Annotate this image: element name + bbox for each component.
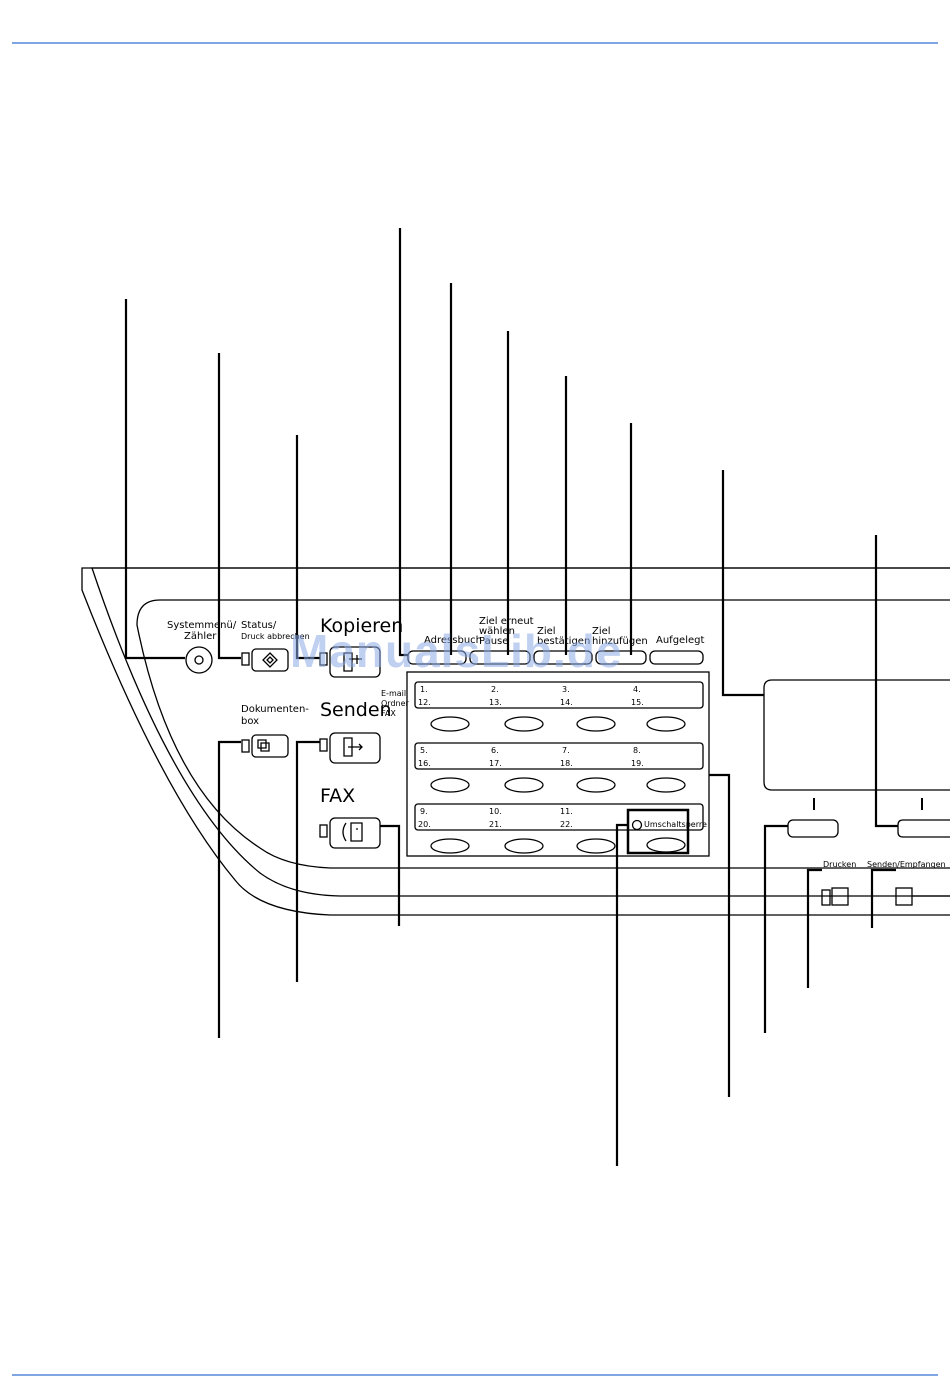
document-box-led	[241, 739, 250, 753]
label-waehlen: wählen	[479, 626, 515, 637]
label-email: E-mail	[381, 689, 407, 698]
one-touch-number: 18.	[560, 759, 573, 768]
one-touch-number: 11.	[560, 807, 573, 816]
fax-icon	[342, 822, 363, 842]
one-touch-key[interactable]	[576, 716, 616, 732]
address-book-button[interactable]	[407, 650, 467, 665]
label-dokumenten: Dokumenten-	[241, 704, 309, 715]
message-display	[763, 679, 950, 791]
label-aufgelegt: Aufgelegt	[656, 635, 705, 646]
one-touch-key[interactable]	[430, 716, 470, 732]
label-senden-empfangen: Senden/Empfangen	[867, 860, 946, 869]
one-touch-panel	[406, 671, 710, 857]
send-led	[319, 738, 328, 752]
one-touch-key[interactable]	[430, 838, 470, 854]
system-menu-button[interactable]	[185, 646, 213, 674]
document-box-button[interactable]	[251, 734, 289, 758]
one-touch-number: 20.	[418, 820, 431, 829]
label-zaehler: Zähler	[184, 631, 217, 642]
document-box-icon	[257, 739, 270, 752]
label-drucken: Drucken	[823, 860, 857, 869]
label-adressbuch: Adressbuch	[424, 635, 482, 646]
one-touch-number: 19.	[631, 759, 644, 768]
copy-button[interactable]	[329, 646, 381, 678]
label-kopieren: Kopieren	[320, 615, 404, 637]
label-ziel-bestaetigen-1: Ziel	[537, 626, 556, 637]
one-touch-number: 13.	[489, 698, 502, 707]
watermark: ManualsLib.de	[290, 625, 623, 677]
one-touch-number: 2.	[491, 685, 499, 694]
print-indicator	[821, 889, 831, 906]
label-ziel-hinzufuegen-1: Ziel	[592, 626, 611, 637]
label-ziel-hinzufuegen-2: hinzufügen	[592, 636, 648, 647]
one-touch-label-strip-1	[414, 681, 704, 709]
add-destination-button[interactable]	[595, 650, 647, 665]
fax-led	[319, 824, 328, 838]
one-touch-number: 5.	[420, 746, 428, 755]
status-led	[241, 652, 250, 666]
one-touch-number: 21.	[489, 820, 502, 829]
one-touch-number: 10.	[489, 807, 502, 816]
one-touch-number: 8.	[633, 746, 641, 755]
top-rule	[12, 42, 938, 44]
one-touch-number: 9.	[420, 807, 428, 816]
send-button[interactable]	[329, 732, 381, 764]
label-umschaltsperre: Umschaltsperre	[644, 820, 707, 829]
one-touch-number: 16.	[418, 759, 431, 768]
one-touch-key[interactable]	[430, 777, 470, 793]
label-senden: Senden	[320, 699, 392, 721]
label-ziel-erneut: Ziel erneut	[479, 616, 534, 627]
label-ziel-bestaetigen-2: bestätigen	[537, 636, 591, 647]
one-touch-label-strip-2	[414, 742, 704, 770]
confirm-destination-button[interactable]	[533, 650, 593, 665]
one-touch-number: 14.	[560, 698, 573, 707]
one-touch-number: 4.	[633, 685, 641, 694]
panel-outline	[81, 567, 950, 916]
shift-lock-highlight	[626, 808, 690, 855]
label-box: box	[241, 716, 260, 727]
send-icon	[343, 737, 363, 757]
label-systemmenu: Systemmenü/	[167, 620, 237, 631]
callout-lines	[124, 228, 898, 1166]
label-druck-abbrechen: Druck abbrechen	[241, 632, 310, 641]
one-touch-number: 6.	[491, 746, 499, 755]
one-touch-key[interactable]	[504, 716, 544, 732]
one-touch-number: 15.	[631, 698, 644, 707]
one-touch-number: 22.	[560, 820, 573, 829]
label-status: Status/	[241, 620, 277, 631]
shift-lock-led	[631, 819, 643, 831]
fax-button[interactable]	[329, 817, 381, 849]
left-select-button[interactable]	[787, 819, 839, 838]
one-touch-key[interactable]	[576, 777, 616, 793]
redial-button[interactable]	[469, 650, 531, 665]
print-indicator-window	[831, 887, 849, 906]
status-icon	[262, 652, 278, 668]
one-touch-key[interactable]	[504, 838, 544, 854]
one-touch-key[interactable]	[504, 777, 544, 793]
one-touch-keys	[430, 716, 686, 854]
one-touch-label-strip-3	[414, 803, 704, 831]
one-touch-key[interactable]	[576, 838, 616, 854]
bottom-rule	[12, 1374, 938, 1376]
label-ordner: Ordner	[381, 699, 409, 708]
on-hook-button[interactable]	[649, 650, 704, 665]
shift-lock-key[interactable]	[646, 837, 686, 853]
one-touch-number: 3.	[562, 685, 570, 694]
label-pause: Pause	[479, 636, 509, 647]
label-fax-small: FAX	[381, 709, 396, 718]
one-touch-number: 7.	[562, 746, 570, 755]
right-select-button[interactable]	[897, 819, 950, 838]
one-touch-key[interactable]	[646, 777, 686, 793]
label-fax: FAX	[320, 785, 356, 807]
one-touch-key[interactable]	[646, 716, 686, 732]
status-button[interactable]	[251, 648, 289, 672]
copy-icon	[343, 652, 362, 672]
one-touch-number: 17.	[489, 759, 502, 768]
one-touch-number: 1.	[420, 685, 428, 694]
system-menu-dot	[194, 655, 204, 665]
one-touch-number: 12.	[418, 698, 431, 707]
